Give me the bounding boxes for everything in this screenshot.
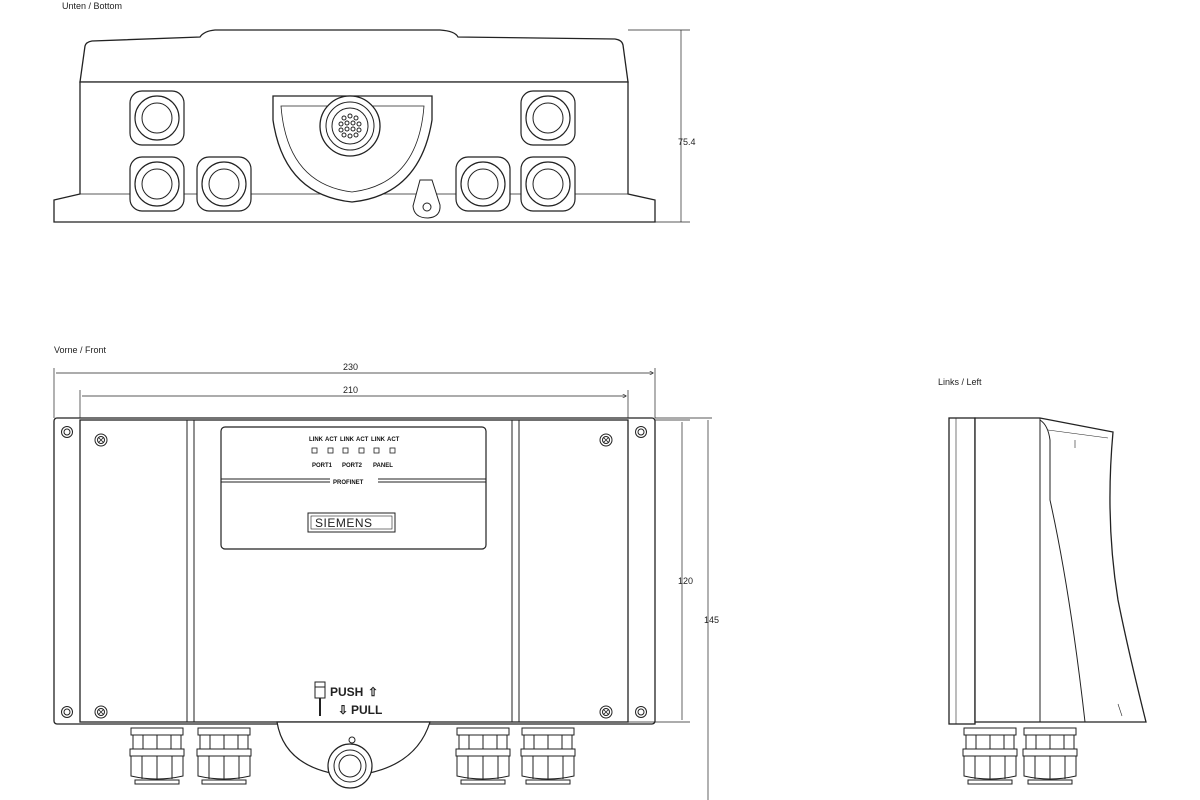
svg-text:PORT2: PORT2 bbox=[342, 463, 363, 469]
svg-text:120: 120 bbox=[678, 576, 693, 586]
front-view-title: Vorne / Front bbox=[54, 345, 107, 355]
left-view: Links / Left bbox=[938, 377, 1147, 785]
cable-gland-icon bbox=[196, 156, 252, 212]
push-pull-marking: PUSH ⇧ ⇩ PULL bbox=[314, 681, 382, 717]
mount-hole-icon bbox=[635, 426, 647, 438]
mount-hole-icon bbox=[61, 426, 73, 438]
cable-gland-icon bbox=[520, 90, 576, 146]
siemens-logo: SIEMENS bbox=[307, 512, 396, 533]
led-labels: LINK ACT LINK ACT LINK ACT bbox=[309, 437, 400, 443]
arrow-down-icon: ⇩ bbox=[338, 703, 348, 717]
led-indicator bbox=[389, 447, 396, 454]
cable-gland-icon bbox=[196, 727, 252, 785]
led-indicator bbox=[311, 447, 318, 454]
svg-text:PULL: PULL bbox=[351, 703, 382, 717]
latch bbox=[412, 179, 441, 219]
svg-text:ACT: ACT bbox=[356, 437, 369, 443]
svg-text:ACT: ACT bbox=[387, 437, 400, 443]
led-indicator bbox=[327, 447, 334, 454]
cable-gland-icon bbox=[129, 156, 185, 212]
cable-gland-icon bbox=[1022, 727, 1078, 785]
svg-text:230: 230 bbox=[343, 362, 358, 372]
svg-text:PUSH: PUSH bbox=[330, 685, 363, 699]
arrow-up-icon: ⇧ bbox=[368, 685, 378, 699]
bottom-view-title: Unten / Bottom bbox=[62, 1, 122, 11]
svg-text:LINK: LINK bbox=[340, 437, 355, 443]
label-panel bbox=[220, 426, 487, 550]
status-leds bbox=[311, 447, 396, 454]
dimension-height-bottom: 75.4 bbox=[628, 29, 696, 223]
led-indicator bbox=[342, 447, 349, 454]
svg-text:75.4: 75.4 bbox=[678, 137, 696, 147]
screw-icon bbox=[94, 433, 108, 447]
mount-hole-icon bbox=[61, 706, 73, 718]
dimension-width-outer: 230 bbox=[53, 362, 656, 418]
cable-gland-icon bbox=[129, 727, 185, 785]
screw-icon bbox=[599, 705, 613, 719]
cable-gland-icon bbox=[962, 727, 1018, 785]
led-indicator bbox=[373, 447, 380, 454]
svg-text:LINK: LINK bbox=[309, 437, 324, 443]
dimension-width-inner: 210 bbox=[79, 385, 629, 418]
svg-text:145: 145 bbox=[704, 615, 719, 625]
screw-icon bbox=[599, 433, 613, 447]
port-labels: PORT1 PORT2 PANEL bbox=[312, 463, 393, 469]
svg-text:PORT1: PORT1 bbox=[312, 463, 333, 469]
cable-gland-icon bbox=[129, 90, 185, 146]
side-housing bbox=[974, 417, 1147, 723]
svg-text:210: 210 bbox=[343, 385, 358, 395]
front-view: Vorne / Front 230 210 bbox=[53, 345, 719, 800]
side-mounting-plate bbox=[948, 417, 976, 725]
cable-gland-icon bbox=[520, 727, 576, 785]
led-indicator bbox=[358, 447, 365, 454]
svg-text:SIEMENS: SIEMENS bbox=[315, 516, 373, 530]
dimension-height-inner: 120 bbox=[628, 419, 693, 723]
plug-icon bbox=[314, 681, 326, 699]
cable-gland-icon bbox=[520, 156, 576, 212]
network-label: PROFINET bbox=[333, 480, 364, 486]
bottom-lid bbox=[79, 29, 629, 83]
cable-gland-icon bbox=[455, 156, 511, 212]
left-view-title: Links / Left bbox=[938, 377, 982, 387]
svg-text:PANEL: PANEL bbox=[373, 463, 393, 469]
bottom-view: Unten / Bottom bbox=[53, 1, 696, 223]
mount-hole-icon bbox=[635, 706, 647, 718]
svg-text:ACT: ACT bbox=[325, 437, 338, 443]
screw-icon bbox=[94, 705, 108, 719]
round-connector-icon bbox=[327, 736, 373, 789]
round-connector-icon bbox=[319, 95, 381, 157]
svg-text:LINK: LINK bbox=[371, 437, 386, 443]
dimension-height-outer: 145 bbox=[655, 417, 719, 800]
cable-gland-icon bbox=[455, 727, 511, 785]
